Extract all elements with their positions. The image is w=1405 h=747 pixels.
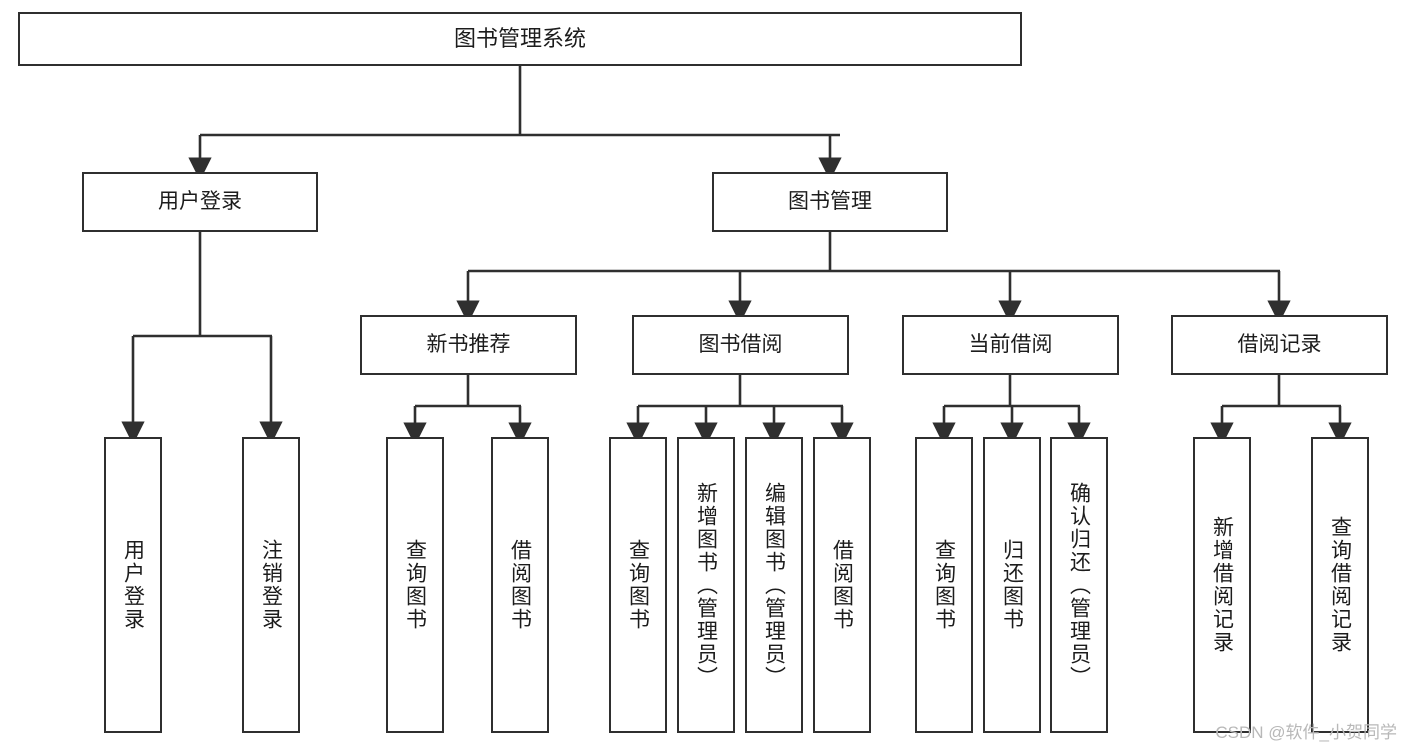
node-borrow-records-label: 借阅记录 (1237, 333, 1322, 357)
node-user-login-label: 用户登录 (158, 190, 242, 214)
node-root[interactable]: 图书管理系统 (18, 12, 1022, 66)
leaf-label: 查询借阅记录 (1328, 516, 1352, 654)
leaf-borrow-query-book[interactable]: 查询图书 (609, 437, 667, 733)
node-root-label: 图书管理系统 (453, 25, 586, 51)
leaf-borrow-add-book-admin[interactable]: 新增图书（管理员） (677, 437, 735, 733)
node-new-book-recommend[interactable]: 新书推荐 (360, 315, 577, 375)
leaf-label: 借阅图书 (508, 539, 532, 631)
node-user-login[interactable]: 用户登录 (82, 172, 318, 232)
leaf-label: 归还图书 (1000, 539, 1024, 631)
leaf-current-query-book[interactable]: 查询图书 (915, 437, 973, 733)
node-book-borrow-label: 图书借阅 (698, 333, 783, 357)
node-current-borrow[interactable]: 当前借阅 (902, 315, 1119, 375)
leaf-user-login-login[interactable]: 用户登录 (104, 437, 162, 733)
leaf-label: 借阅图书 (830, 539, 854, 631)
leaf-label: 用户登录 (121, 539, 145, 631)
node-book-management[interactable]: 图书管理 (712, 172, 948, 232)
leaf-label: 注销登录 (259, 539, 283, 631)
leaf-borrow-borrow-book[interactable]: 借阅图书 (813, 437, 871, 733)
leaf-current-return-book[interactable]: 归还图书 (983, 437, 1041, 733)
leaf-label: 确认归还（管理员） (1067, 481, 1091, 689)
leaf-records-add-record[interactable]: 新增借阅记录 (1193, 437, 1251, 733)
node-book-management-label: 图书管理 (788, 190, 872, 214)
leaf-label: 查询图书 (403, 539, 427, 631)
node-borrow-records[interactable]: 借阅记录 (1171, 315, 1388, 375)
leaf-label: 查询图书 (626, 539, 650, 631)
node-book-borrow[interactable]: 图书借阅 (632, 315, 849, 375)
leaf-new-book-query[interactable]: 查询图书 (386, 437, 444, 733)
leaf-label: 编辑图书（管理员） (762, 481, 786, 689)
leaf-label: 新增图书（管理员） (694, 481, 718, 689)
node-new-book-recommend-label: 新书推荐 (426, 333, 511, 357)
leaf-borrow-edit-book-admin[interactable]: 编辑图书（管理员） (745, 437, 803, 733)
leaf-new-book-borrow[interactable]: 借阅图书 (491, 437, 549, 733)
leaf-label: 查询图书 (932, 539, 956, 631)
watermark: CSDN @软件_小贺同学 (1215, 723, 1397, 742)
leaf-label: 新增借阅记录 (1210, 516, 1234, 654)
leaf-records-query-record[interactable]: 查询借阅记录 (1311, 437, 1369, 733)
leaf-user-login-logout[interactable]: 注销登录 (242, 437, 300, 733)
node-current-borrow-label: 当前借阅 (968, 333, 1053, 357)
leaf-current-confirm-return-admin[interactable]: 确认归还（管理员） (1050, 437, 1108, 733)
